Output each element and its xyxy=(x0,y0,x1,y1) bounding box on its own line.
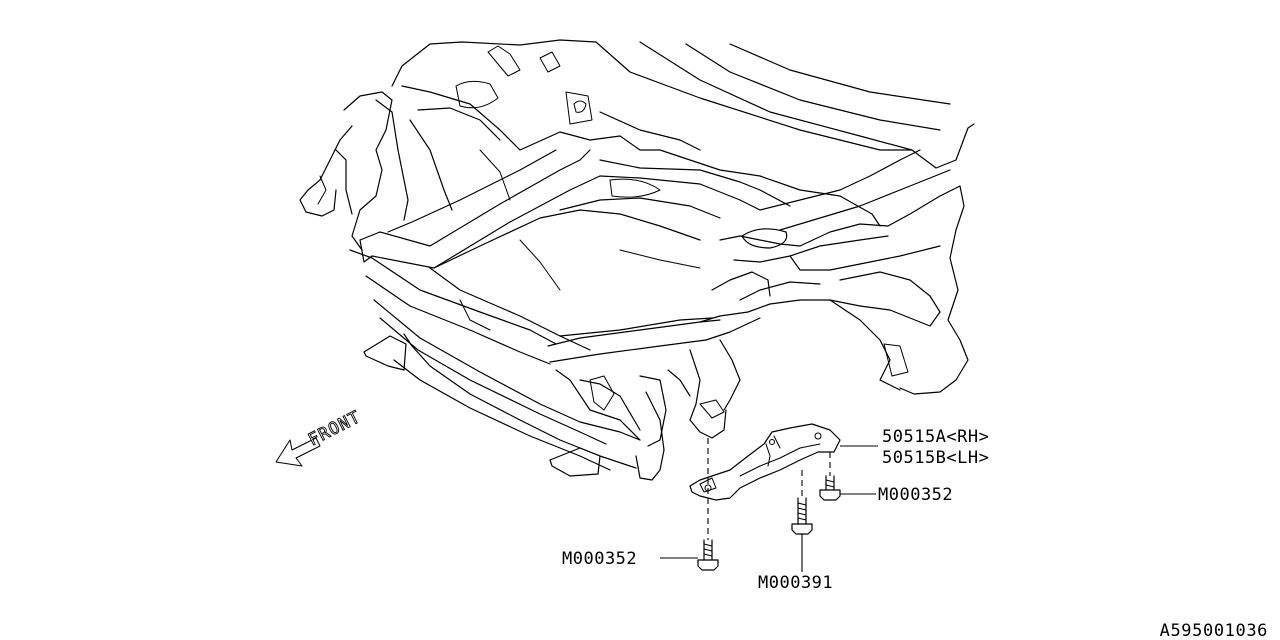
leader-lines xyxy=(660,445,878,572)
callout-bolt-right: M000352 xyxy=(878,485,953,505)
front-label: FRONT xyxy=(305,407,364,450)
diagram-id: A595001036 xyxy=(1160,621,1268,640)
vehicle-front-frame xyxy=(299,39,975,481)
bolt-center xyxy=(791,497,813,535)
callout-bolt-left: M000352 xyxy=(562,549,637,569)
callout-bracket-lh: 50515B<LH> xyxy=(882,448,989,468)
callout-bracket-rh: 50515A<RH> xyxy=(882,427,989,447)
front-direction-arrow: FRONT xyxy=(275,407,365,467)
bolt-left xyxy=(697,539,719,571)
bracket-part xyxy=(689,423,841,501)
bolt-right xyxy=(819,475,841,501)
front-arrow-icon xyxy=(275,437,321,467)
callout-bolt-center: M000391 xyxy=(758,573,833,593)
